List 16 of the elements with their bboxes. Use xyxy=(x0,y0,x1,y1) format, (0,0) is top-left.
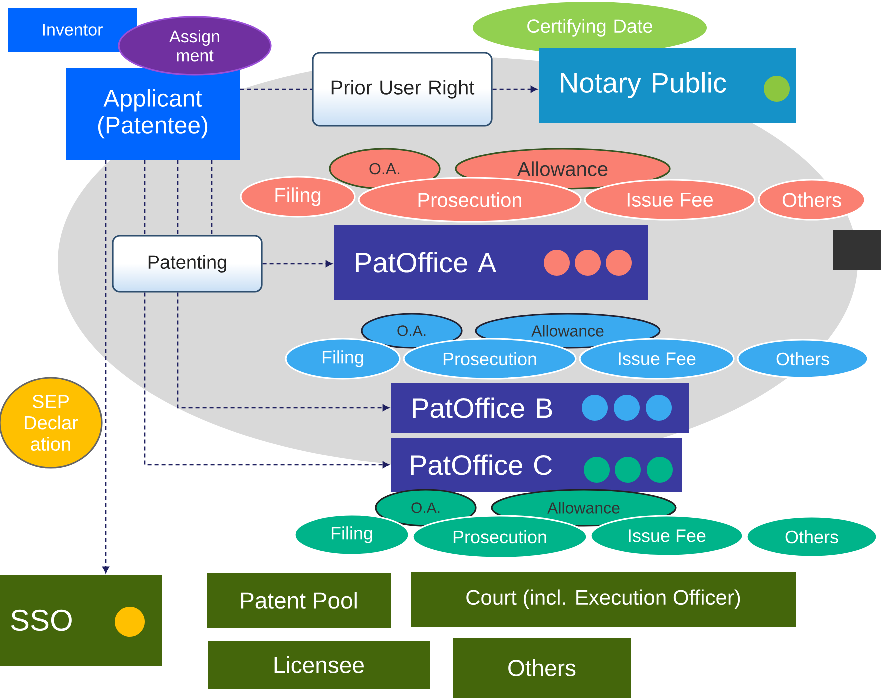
arrow xyxy=(492,86,538,93)
party-box: SSO xyxy=(0,575,162,666)
label-box: Inventor xyxy=(8,8,137,52)
office-box: PatOffice A xyxy=(334,225,648,300)
party-box: Others xyxy=(453,638,631,698)
process-box: Patenting xyxy=(112,235,263,293)
arrow xyxy=(262,260,332,268)
party-box: Court (incl. Execution Officer) xyxy=(411,572,796,627)
process-box: Prior User Right xyxy=(312,52,493,127)
party-box: Notary Public xyxy=(539,48,796,123)
arrow xyxy=(144,292,390,468)
arrow xyxy=(102,160,110,574)
party-box: Licensee xyxy=(208,641,430,689)
arrow xyxy=(177,292,390,412)
party-box: Patent Pool xyxy=(207,573,391,628)
party-box: Applicant (Patentee) xyxy=(66,68,240,160)
